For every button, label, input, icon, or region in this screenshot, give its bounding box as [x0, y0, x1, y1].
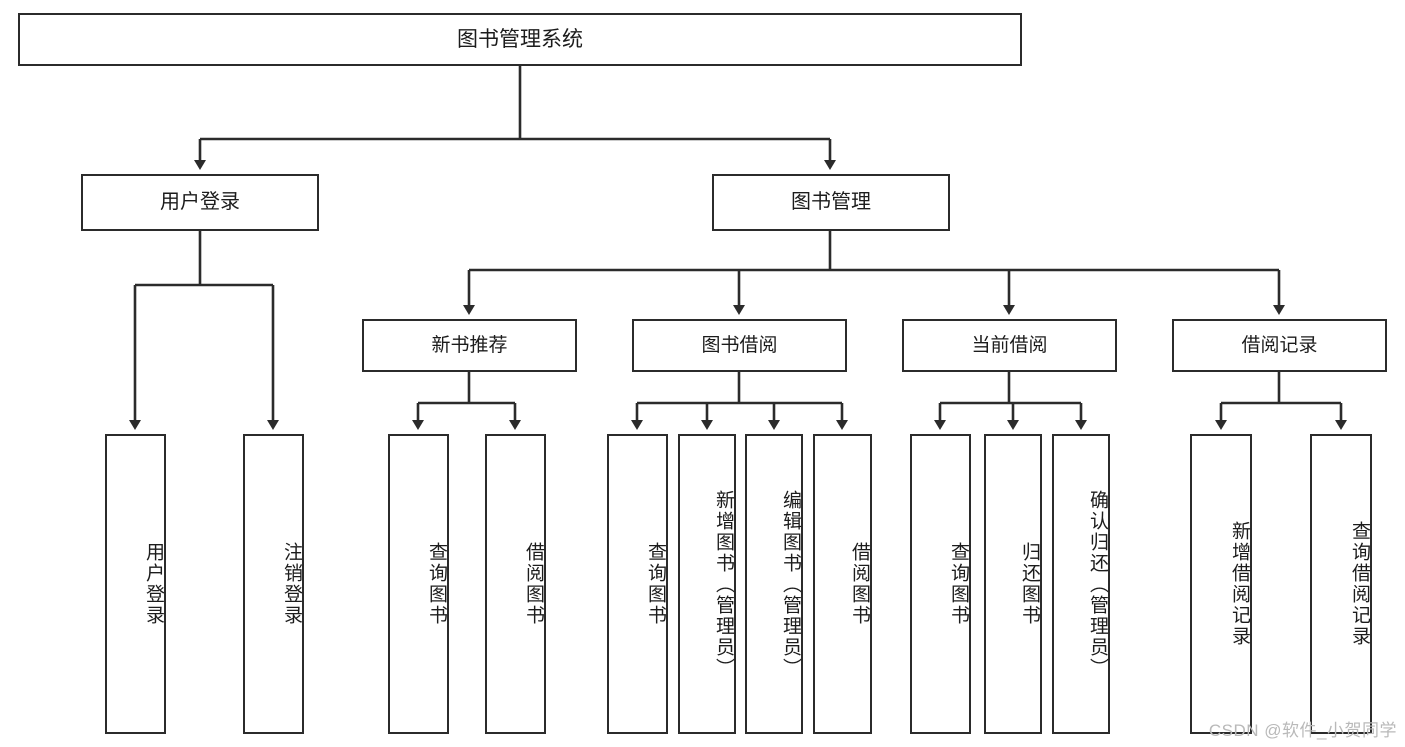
- node-leaf-query-record-label: 查询借阅记录: [1349, 521, 1370, 647]
- node-leaf-user-login[interactable]: 用户登录: [105, 434, 166, 734]
- node-leaf-query-book-3[interactable]: 查询图书: [910, 434, 971, 734]
- node-leaf-return-book-label: 归还图书: [1019, 542, 1040, 626]
- node-leaf-confirm-return-label: 确认归还（管理员）: [1087, 489, 1108, 679]
- node-current-borrow-label: 当前借阅: [971, 334, 1048, 356]
- node-leaf-query-book-1[interactable]: 查询图书: [388, 434, 449, 734]
- node-leaf-return-book[interactable]: 归还图书: [984, 434, 1042, 734]
- node-leaf-logout-label: 注销登录: [281, 542, 302, 626]
- node-leaf-borrow-book-2-label: 借阅图书: [849, 542, 870, 626]
- node-leaf-user-login-label: 用户登录: [143, 542, 164, 626]
- node-leaf-add-book-label: 新增图书（管理员）: [713, 489, 734, 679]
- node-root[interactable]: 图书管理系统: [18, 13, 1022, 66]
- node-borrow-record[interactable]: 借阅记录: [1172, 319, 1387, 372]
- node-leaf-query-book-3-label: 查询图书: [948, 542, 969, 626]
- node-leaf-edit-book-label: 编辑图书（管理员）: [780, 489, 801, 679]
- node-user-login[interactable]: 用户登录: [81, 174, 319, 231]
- node-leaf-borrow-book-1[interactable]: 借阅图书: [485, 434, 546, 734]
- node-book-borrow-label: 图书借阅: [701, 334, 778, 356]
- node-borrow-record-label: 借阅记录: [1241, 334, 1318, 356]
- node-leaf-add-record[interactable]: 新增借阅记录: [1190, 434, 1252, 734]
- node-leaf-edit-book[interactable]: 编辑图书（管理员）: [745, 434, 803, 734]
- node-leaf-query-book-2-label: 查询图书: [645, 542, 666, 626]
- node-leaf-borrow-book-2[interactable]: 借阅图书: [813, 434, 872, 734]
- node-leaf-borrow-book-1-label: 借阅图书: [523, 542, 544, 626]
- node-root-label: 图书管理系统: [457, 27, 583, 51]
- node-leaf-query-book-1-label: 查询图书: [426, 542, 447, 626]
- node-current-borrow[interactable]: 当前借阅: [902, 319, 1117, 372]
- node-book-borrow[interactable]: 图书借阅: [632, 319, 847, 372]
- node-book-manage[interactable]: 图书管理: [712, 174, 950, 231]
- node-book-manage-label: 图书管理: [791, 191, 871, 214]
- node-leaf-logout[interactable]: 注销登录: [243, 434, 304, 734]
- node-user-login-label: 用户登录: [160, 191, 240, 214]
- node-leaf-query-book-2[interactable]: 查询图书: [607, 434, 668, 734]
- node-leaf-query-record[interactable]: 查询借阅记录: [1310, 434, 1372, 734]
- watermark: CSDN @软件_小贺同学: [1208, 721, 1397, 740]
- node-new-book-recommend[interactable]: 新书推荐: [362, 319, 577, 372]
- node-leaf-add-book[interactable]: 新增图书（管理员）: [678, 434, 736, 734]
- node-leaf-confirm-return[interactable]: 确认归还（管理员）: [1052, 434, 1110, 734]
- node-new-book-recommend-label: 新书推荐: [431, 334, 508, 356]
- node-leaf-add-record-label: 新增借阅记录: [1229, 521, 1250, 647]
